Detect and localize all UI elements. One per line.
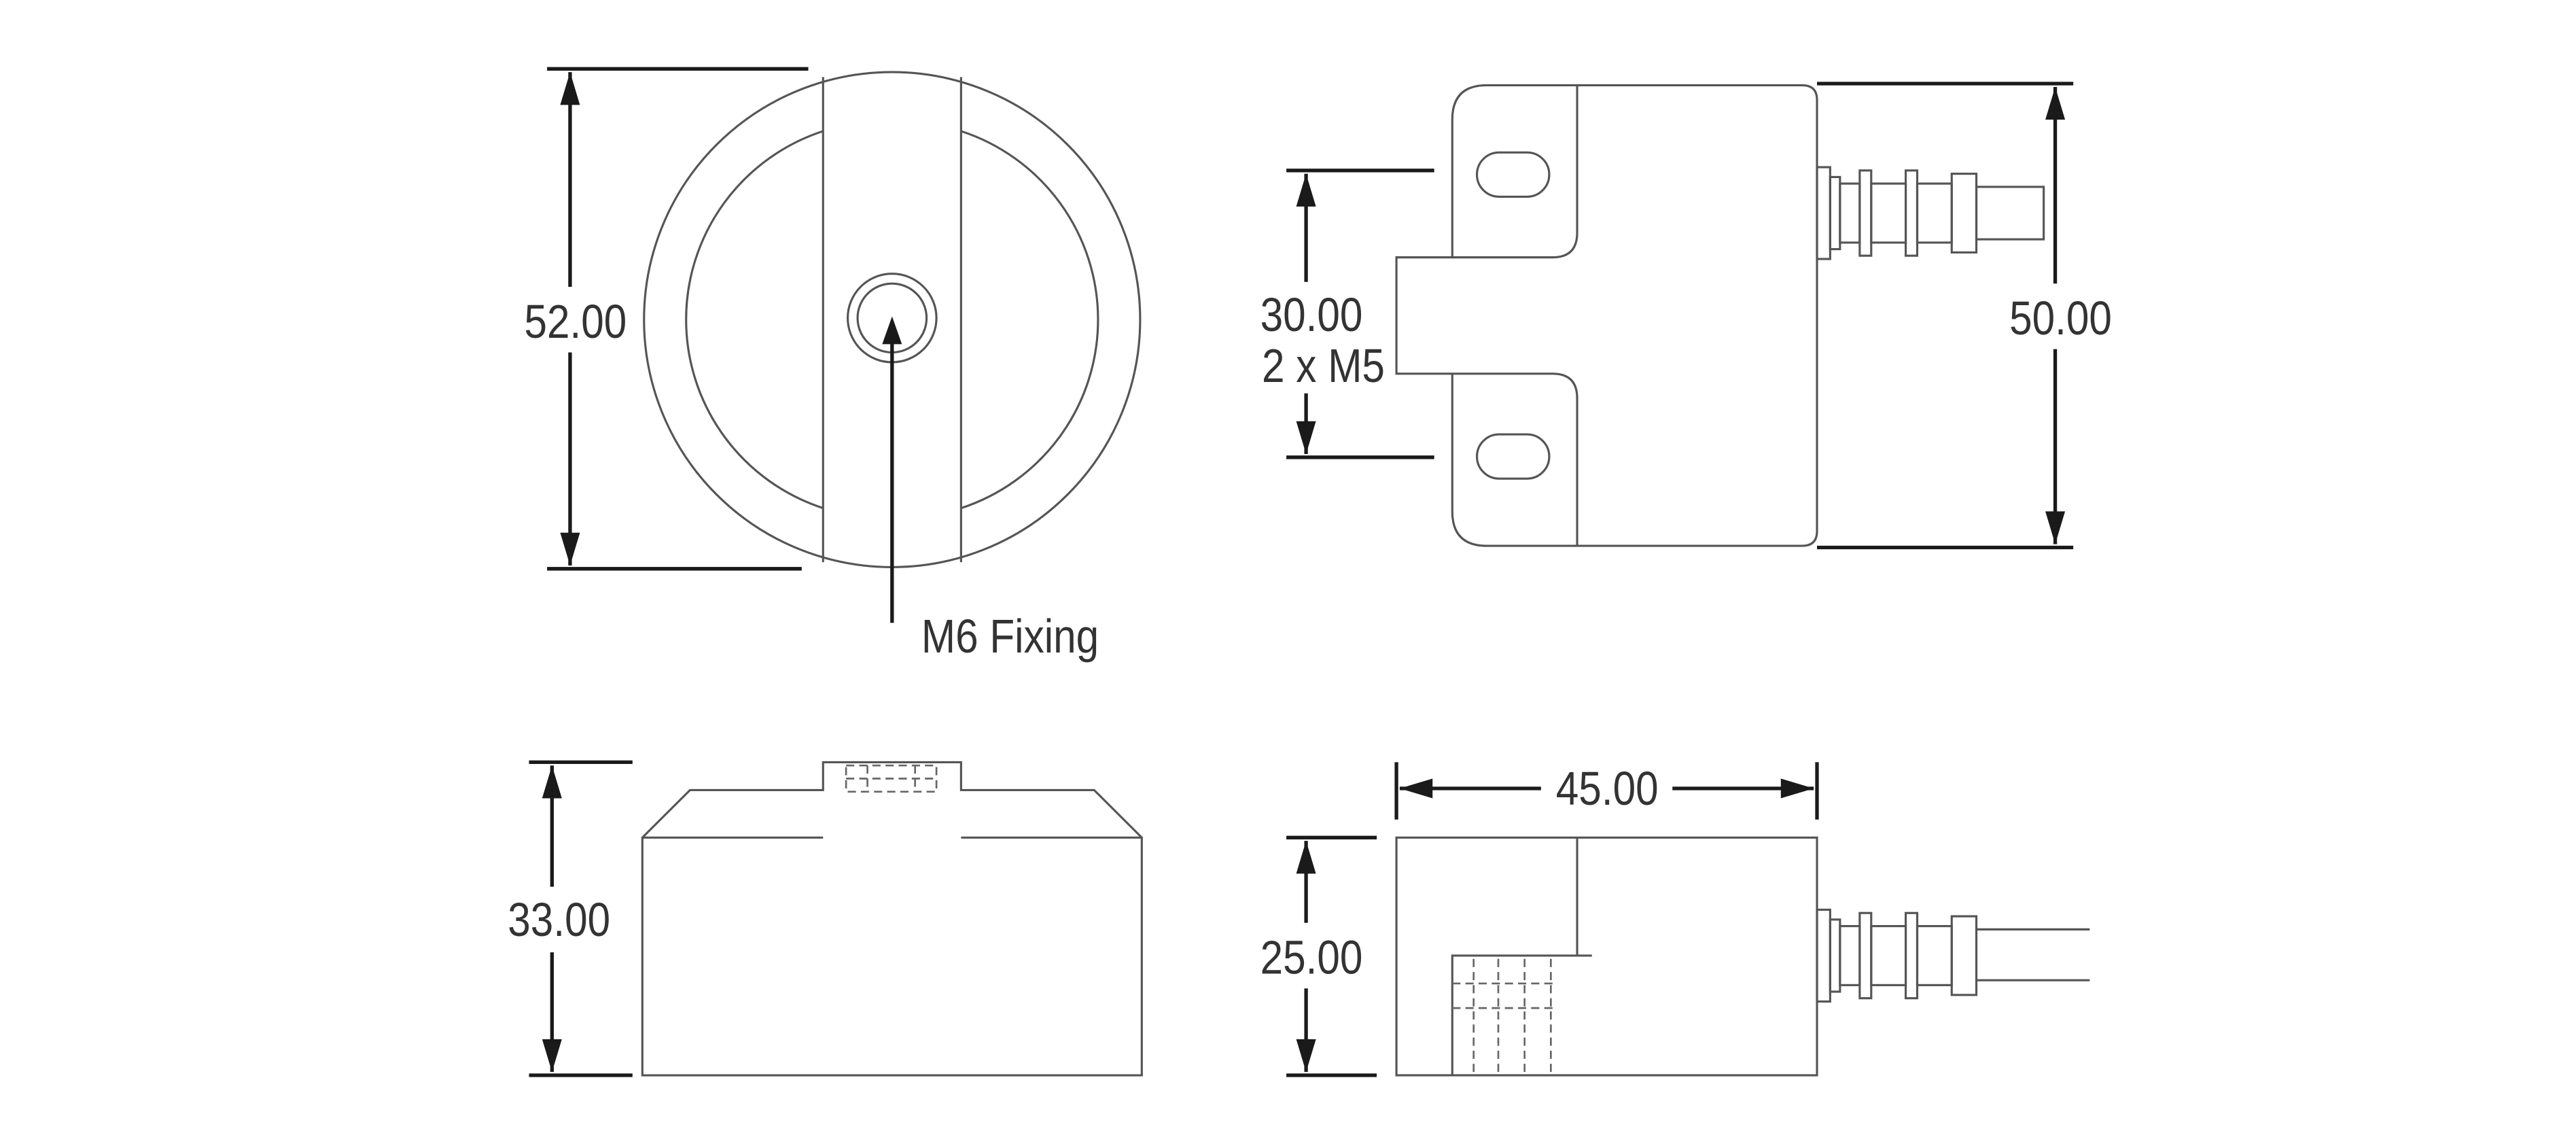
dim-30-arrow-bottom (1296, 421, 1316, 455)
dim-33-arrow-bottom (542, 1039, 562, 1073)
side-left-outline (641, 761, 1143, 1077)
m5-slot-bottom (1475, 433, 1551, 480)
side-view-left: 33.00 (508, 760, 1143, 1077)
top-flange-tab (1452, 85, 1578, 546)
dim-45-arrow-right (1780, 778, 1814, 799)
side-right-flange-profile (1451, 837, 1592, 1076)
front-inner-arc-left (685, 130, 824, 510)
dim-25-arrow-bottom (1296, 1039, 1316, 1073)
dim-30-arrow-top (1296, 173, 1316, 207)
m5-slot-top (1475, 151, 1551, 198)
dim-52-arrow-top (560, 72, 580, 105)
dim-52-arrow-bottom (560, 532, 580, 566)
dim-25-label: 25.00 (1260, 930, 1363, 984)
dim-50-arrow-bottom (2045, 511, 2066, 544)
m6-fixing-label: M6 Fixing (921, 610, 1099, 663)
dim-25-arrow-top (1296, 841, 1316, 874)
top-connector (1816, 166, 2045, 260)
side-right-hidden-thread (1452, 958, 1558, 1076)
dim-52-label: 52.00 (524, 295, 627, 348)
front-inner-arc-right (960, 130, 1099, 510)
top-body-outline (1577, 84, 1818, 547)
dim-50-arrow-top (2045, 86, 2066, 120)
dim-33-label: 33.00 (508, 893, 610, 946)
dim-33-arrow-top (542, 765, 562, 799)
dim-30-label: 30.00 (1260, 288, 1363, 341)
m5-spec-label: 2 x M5 (1262, 339, 1385, 392)
side-view-right: 45.00 25.00 (1260, 762, 2090, 1077)
dim-45-arrow-left (1399, 778, 1433, 799)
dim-45-label: 45.00 (1556, 762, 1659, 815)
side-right-connector (1816, 908, 1978, 1003)
m6-fixing-leader-arrow (882, 316, 902, 345)
dim-50-label: 50.00 (2009, 292, 2112, 345)
front-view: M6 Fixing 52.00 (524, 67, 1142, 663)
side-left-hidden-thread (845, 764, 938, 793)
top-view: 30.00 2 x M5 50.00 (1260, 82, 2112, 550)
top-flange-outline (1395, 84, 1578, 547)
